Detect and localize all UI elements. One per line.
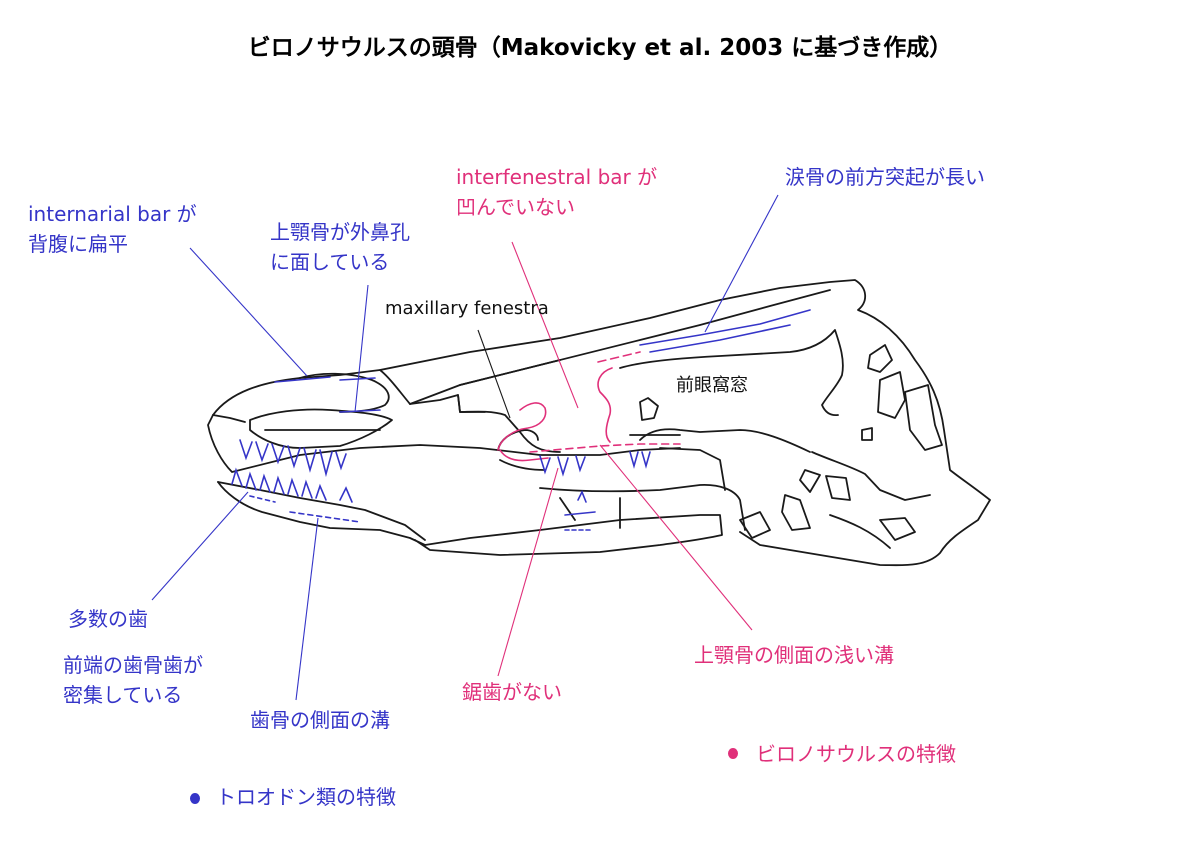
label-line: 背腹に扁平 <box>28 232 128 256</box>
leader-maxilla-nares <box>354 284 369 413</box>
label-internarial-bar: internarial bar が 背腹に扁平 <box>28 199 197 259</box>
page-title: ビロノサウルスの頭骨（Makovicky et al. 2003 に基づき作成） <box>247 35 953 61</box>
label-line: internarial bar が <box>28 202 197 226</box>
leader-dentary-groove <box>295 517 319 701</box>
label-line: interfenestral bar が <box>456 165 658 189</box>
leader-interfenestral <box>511 241 579 409</box>
label-dentary-groove: 歯骨の側面の溝 <box>250 708 390 732</box>
leader-many-teeth <box>151 491 249 601</box>
legend-troodontid: トロオドン類の特徴 <box>216 785 396 809</box>
leader-maxilla-groove <box>599 444 753 631</box>
label-line: 凹んでいない <box>456 195 575 219</box>
label-maxillary-fenestra: maxillary fenestra <box>385 298 549 319</box>
label-interfenestral-bar: interfenestral bar が 凹んでいない <box>456 162 657 222</box>
label-line: 上顎骨が外鼻孔 <box>270 220 410 244</box>
label-many-teeth: 多数の歯 <box>68 607 148 631</box>
label-no-serrations: 鋸歯がない <box>462 680 562 704</box>
label-lacrimal: 涙骨の前方突起が長い <box>785 165 985 189</box>
label-line: に面している <box>270 250 390 274</box>
blue-skull-features <box>231 309 811 531</box>
label-antorbital-fenestra: 前眼窩窓 <box>676 375 748 396</box>
label-maxilla-nares: 上顎骨が外鼻孔 に面している <box>270 217 410 277</box>
leader-maxillary-fenestra <box>477 329 511 419</box>
leader-lacrimal <box>704 194 779 333</box>
legend-dot-byronosaurus <box>728 748 738 759</box>
label-line: 前端の歯骨歯が <box>63 653 203 677</box>
legend-byronosaurus: ビロノサウルスの特徴 <box>756 742 956 766</box>
leader-internarial <box>189 247 308 377</box>
leader-lines <box>151 194 779 701</box>
label-dentary-teeth: 前端の歯骨歯が 密集している <box>63 650 203 710</box>
skull-outline <box>207 279 991 567</box>
label-maxilla-groove: 上顎骨の側面の浅い溝 <box>694 643 894 667</box>
leader-no-serrations <box>497 467 559 677</box>
legend-dot-troodontid <box>190 793 200 804</box>
pink-skull-features <box>497 351 681 462</box>
label-line: 密集している <box>63 683 183 707</box>
